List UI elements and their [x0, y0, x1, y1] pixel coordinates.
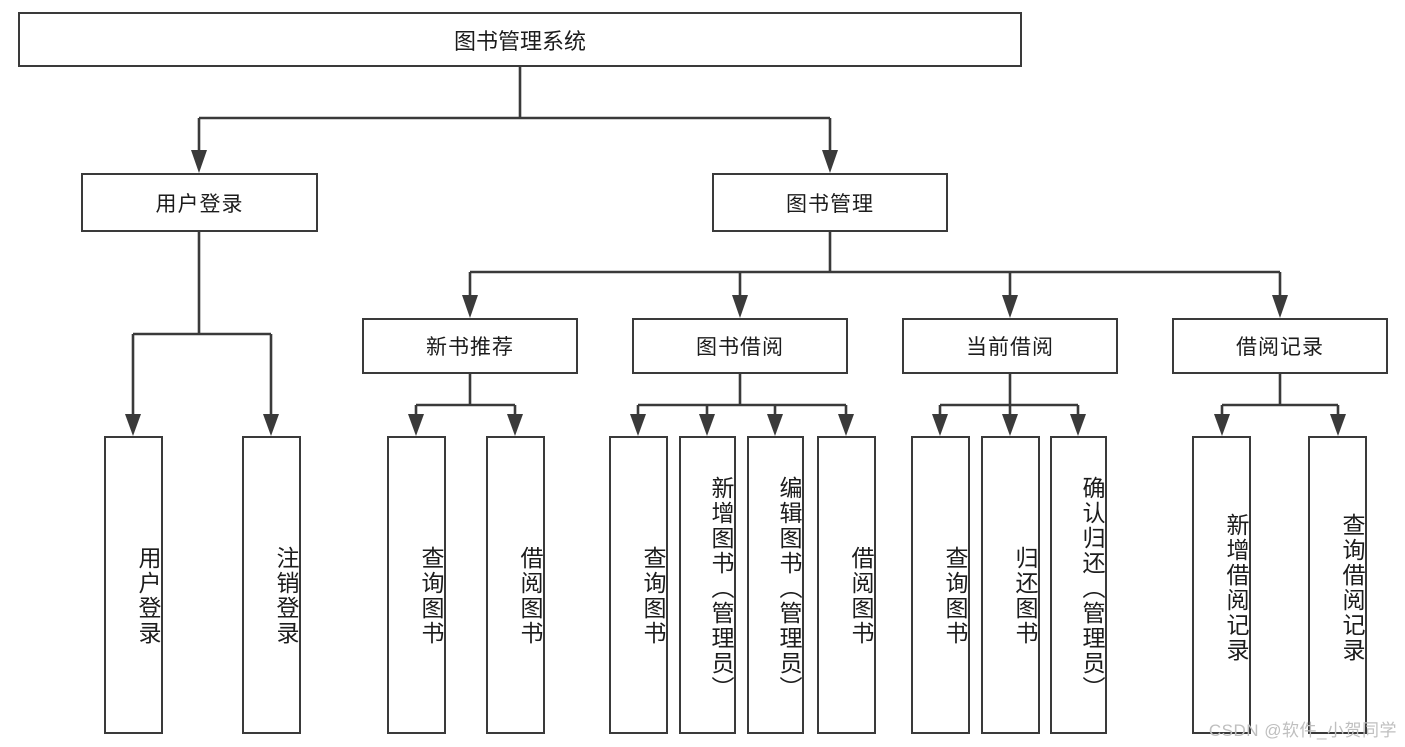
leaf-query-book-current[interactable]: 查询图书 [911, 436, 970, 734]
csdn-watermark: CSDN @软件_小贺同学 [1208, 721, 1397, 740]
leaf-label: 归还图书 [1012, 546, 1038, 646]
node-user-login[interactable]: 用户登录 [81, 173, 318, 232]
leaf-label: 新增借阅记录 [1223, 513, 1249, 663]
leaf-borrow-book-borrow[interactable]: 借阅图书 [817, 436, 876, 734]
leaf-label: 查询图书 [942, 546, 968, 646]
node-borrow-record[interactable]: 借阅记录 [1172, 318, 1388, 374]
leaf-logout[interactable]: 注销登录 [242, 436, 301, 734]
leaf-label: 借阅图书 [848, 546, 874, 646]
leaf-return-book[interactable]: 归还图书 [981, 436, 1040, 734]
leaf-edit-book-admin[interactable]: 编辑图书（管理员） [747, 436, 804, 734]
node-book-manage[interactable]: 图书管理 [712, 173, 948, 232]
leaf-add-book-admin[interactable]: 新增图书（管理员） [679, 436, 736, 734]
leaf-query-borrow-record[interactable]: 查询借阅记录 [1308, 436, 1367, 734]
leaf-label: 查询借阅记录 [1339, 513, 1365, 663]
leaf-label: 查询图书 [418, 546, 444, 646]
leaf-borrow-book-recommend[interactable]: 借阅图书 [486, 436, 545, 734]
leaf-query-book-recommend[interactable]: 查询图书 [387, 436, 446, 734]
leaf-label: 新增图书（管理员） [708, 475, 734, 701]
leaf-label: 编辑图书（管理员） [776, 475, 802, 701]
leaf-label: 确认归还（管理员） [1079, 475, 1105, 701]
leaf-query-book-borrow[interactable]: 查询图书 [609, 436, 668, 734]
leaf-label: 注销登录 [273, 546, 299, 646]
node-root[interactable]: 图书管理系统 [18, 12, 1022, 67]
leaf-confirm-return-admin[interactable]: 确认归还（管理员） [1050, 436, 1107, 734]
leaf-user-login[interactable]: 用户登录 [104, 436, 163, 734]
node-book-borrow[interactable]: 图书借阅 [632, 318, 848, 374]
leaf-label: 用户登录 [135, 546, 161, 646]
leaf-label: 查询图书 [640, 546, 666, 646]
leaf-label: 借阅图书 [517, 546, 543, 646]
leaf-add-borrow-record[interactable]: 新增借阅记录 [1192, 436, 1251, 734]
node-new-book-recommend[interactable]: 新书推荐 [362, 318, 578, 374]
node-current-borrow[interactable]: 当前借阅 [902, 318, 1118, 374]
